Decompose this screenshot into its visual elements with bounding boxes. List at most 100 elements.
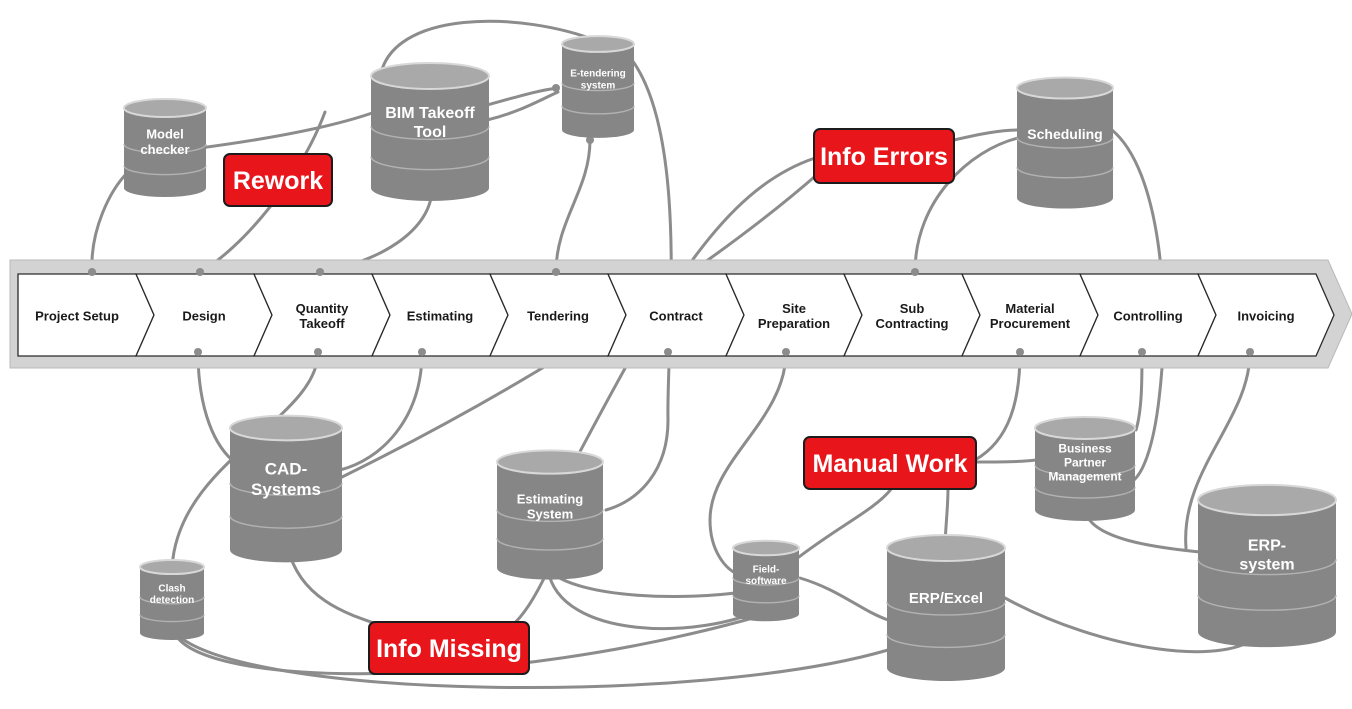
database-top — [1016, 76, 1114, 100]
database-label: Clash — [158, 583, 185, 594]
issue-text: Info Errors — [820, 143, 948, 171]
process-step-estimating[interactable]: Estimating — [371, 273, 509, 357]
database-ring — [123, 143, 207, 154]
database-top — [886, 534, 1006, 562]
process-step-label: Preparation — [758, 316, 830, 331]
database-ring — [561, 105, 635, 115]
database-ring — [1197, 594, 1337, 611]
process-step-label: Sub — [900, 301, 925, 316]
database-label: Business — [1058, 441, 1112, 455]
database-ring — [1034, 464, 1136, 477]
database-label: Tool — [414, 124, 447, 141]
process-step-label: Invoicing — [1237, 309, 1294, 324]
database-label: Systems — [251, 480, 321, 499]
issue-box — [813, 128, 955, 184]
database-ring — [732, 577, 800, 586]
issue-box — [368, 621, 530, 675]
database-ring — [886, 634, 1006, 649]
erp-system-database[interactable]: ERP-system — [1197, 483, 1337, 648]
process-step-label: Takeoff — [299, 316, 345, 331]
database-ring — [1034, 486, 1136, 499]
database-ring — [1016, 167, 1114, 179]
process-step-invoicing[interactable]: Invoicing — [1197, 273, 1335, 357]
issue-text: Info Missing — [376, 635, 522, 663]
issue-box — [223, 153, 333, 207]
info-errors-issue-label: Info Errors — [813, 128, 955, 184]
database-ring — [1197, 559, 1337, 576]
database-top — [229, 414, 343, 442]
process-step-label: Project Setup — [35, 309, 119, 324]
database-top — [496, 449, 604, 475]
database-label: Model — [146, 126, 184, 141]
database-ring — [496, 509, 604, 523]
database-label: System — [527, 507, 573, 522]
process-step-contract[interactable]: Contract — [607, 273, 745, 357]
database-top — [732, 539, 800, 557]
process-step-label: Estimating — [407, 309, 474, 324]
manual-work-issue-label: Manual Work — [803, 436, 977, 490]
database-ring — [496, 538, 604, 551]
database-top — [370, 62, 490, 90]
process-step-label: Tendering — [527, 309, 589, 324]
process-step-label: Controlling — [1113, 309, 1182, 324]
issue-text: Rework — [233, 167, 323, 195]
process-step-label: Contracting — [876, 316, 949, 331]
database-label: Partner — [1064, 455, 1106, 469]
issue-text: Manual Work — [812, 450, 967, 478]
database-label: checker — [140, 142, 189, 157]
database-label: system — [1239, 556, 1294, 573]
database-ring — [229, 482, 343, 496]
database-top — [123, 97, 207, 119]
process-step-label: Site — [782, 301, 806, 316]
erp-excel-database[interactable]: ERP/Excel — [886, 534, 1006, 681]
issue-box — [803, 436, 977, 490]
process-step-project-setup[interactable]: Project Setup — [17, 273, 155, 357]
database-label: CAD- — [265, 460, 308, 479]
database-label: Scheduling — [1027, 126, 1102, 142]
database-top — [1197, 483, 1337, 517]
database-label: ERP/Excel — [909, 590, 983, 607]
database-label: ERP- — [1248, 538, 1286, 555]
process-step-controlling[interactable]: Controlling — [1079, 273, 1217, 357]
database-label: BIM Takeoff — [385, 105, 475, 122]
database-ring — [370, 156, 490, 171]
database-body — [1198, 500, 1336, 648]
database-ring — [1016, 137, 1114, 149]
process-step-shape — [1197, 273, 1335, 357]
database-label: Estimating — [517, 491, 584, 506]
scheduling-database[interactable]: Scheduling — [1016, 76, 1114, 209]
database-label: system — [581, 81, 616, 92]
database-ring — [229, 515, 343, 529]
process-step-label: Material — [1005, 301, 1054, 316]
process-step-design[interactable]: Design — [135, 273, 273, 357]
database-body — [1035, 428, 1135, 521]
rework-issue-label: Rework — [223, 153, 333, 207]
database-label: Management — [1048, 470, 1121, 484]
process-step-label: Quantity — [296, 301, 349, 316]
process-step-label: Design — [182, 309, 225, 324]
database-body — [371, 76, 489, 201]
database-label: software — [745, 576, 787, 587]
database-ring — [732, 595, 800, 604]
database-ring — [139, 596, 205, 605]
database-label: E-tendering — [570, 69, 626, 80]
process-step-label: Procurement — [990, 316, 1071, 331]
process-step-tendering[interactable]: Tendering — [489, 273, 627, 357]
database-top — [139, 558, 205, 576]
database-top — [1034, 416, 1136, 440]
cad-systems-database[interactable]: CAD-Systems — [229, 414, 343, 563]
field-software-database[interactable]: Field-software — [732, 539, 800, 622]
database-label: Field- — [753, 564, 780, 575]
database-ring — [886, 601, 1006, 616]
